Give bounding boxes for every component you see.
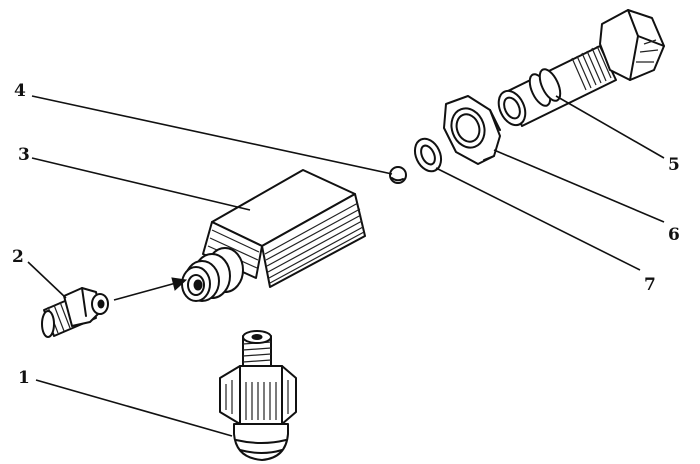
label-1: 1 [18, 368, 30, 388]
part-5-threaded-shaft [497, 9, 665, 127]
part-2-threaded-nipple [41, 287, 109, 338]
assembly-arrow [113, 277, 188, 301]
label-2: 2 [12, 247, 24, 267]
part-labels: 4 3 2 1 5 6 7 [12, 81, 680, 388]
part-3-threaded-nose [181, 247, 244, 302]
part-7-washer [413, 137, 443, 173]
label-3: 3 [18, 145, 30, 165]
label-6: 6 [668, 225, 680, 245]
part-4-ball [389, 166, 407, 184]
label-5: 5 [668, 155, 680, 175]
part-3-hex-body [181, 169, 366, 302]
leader-lines [27, 95, 665, 437]
label-4: 4 [14, 81, 26, 101]
label-7: 7 [644, 275, 656, 295]
part-6-hex-nut [443, 95, 501, 165]
part-1-union-fitting [219, 330, 297, 461]
